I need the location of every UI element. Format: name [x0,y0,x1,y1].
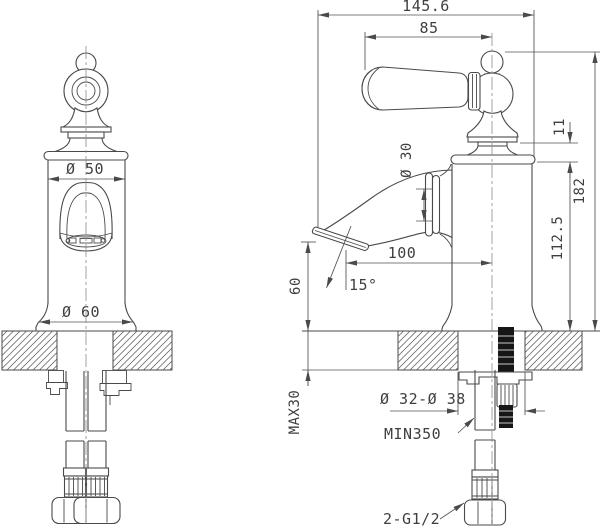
side-base-flare [441,305,543,331]
side-body [441,164,543,331]
front-base [35,302,137,331]
handle-length-label: 85 [419,19,438,37]
front-supply-hoses [51,371,121,525]
handle-gap-label: 11 [552,118,568,136]
dim-spout-angle: 15° [326,225,378,294]
front-mounting-hardware [46,370,132,405]
side-view: 145.6 85 [287,0,600,526]
dim-spout-reach: 100 [345,244,492,290]
side-countertop [302,330,600,371]
front-countertop [1,330,173,371]
side-mounting-hardware [458,327,533,428]
hose-nut-right [73,496,121,525]
side-counter-left [397,330,459,371]
dim-total-depth: 145.6 [317,0,535,227]
side-spout [311,163,453,252]
dim-total-height: 182 [505,51,600,331]
spout-diameter-label: Ø 30 [399,142,415,178]
mounting-bracket [458,371,533,385]
side-lever-collar [467,71,481,111]
side-hose-nut [463,499,507,526]
front-view: Ø 50 Ø 60 [1,46,173,525]
dim-handle-gap: 11 [520,118,578,178]
max-counter-thickness-label: MAX30 [287,390,303,435]
mounting-hole-label: Ø 32-Ø 38 [380,390,466,408]
dim-min-hose-length: MIN350 [384,417,475,443]
dim-body-diameter: Ø 50 [48,160,125,182]
mounting-nut [496,383,518,408]
base-diameter-label: Ø 60 [62,303,100,321]
spout-ring-1 [424,172,434,237]
spout-ring-2 [431,174,441,235]
spout-reach-label: 100 [388,244,417,262]
side-counter-right [524,330,583,371]
supply-thread-label: 2-G1/2 [383,510,440,526]
front-body [47,160,126,304]
dim-max-counter-thickness: MAX30 [287,331,398,434]
total-height-label: 182 [572,178,588,205]
mounting-stud-lower [499,405,513,428]
dim-body-height: 112.5 [550,162,573,331]
side-lever [361,66,469,111]
side-escutcheon-rim [450,154,536,165]
side-hose-thread [471,476,499,500]
countertop-left-section [1,330,58,371]
mounting-stud-upper [498,327,514,372]
min-hose-length-label: MIN350 [384,425,441,443]
dim-spout-tip-height: 60 [288,241,316,331]
body-diameter-label: Ø 50 [66,160,104,178]
dim-handle-length: 85 [364,19,492,70]
dim-mounting-hole: Ø 32-Ø 38 [380,372,545,415]
spout-tip-height-label: 60 [288,277,304,295]
dim-supply-thread: 2-G1/2 [383,502,465,526]
spout-angle-label: 15° [349,276,378,294]
side-handle-skirt [466,110,519,138]
dim-spout-diameter: Ø 30 [399,142,432,222]
countertop-right-section [112,330,173,371]
total-depth-label: 145.6 [402,0,450,15]
body-height-label: 112.5 [550,216,566,261]
side-handle [361,50,536,165]
